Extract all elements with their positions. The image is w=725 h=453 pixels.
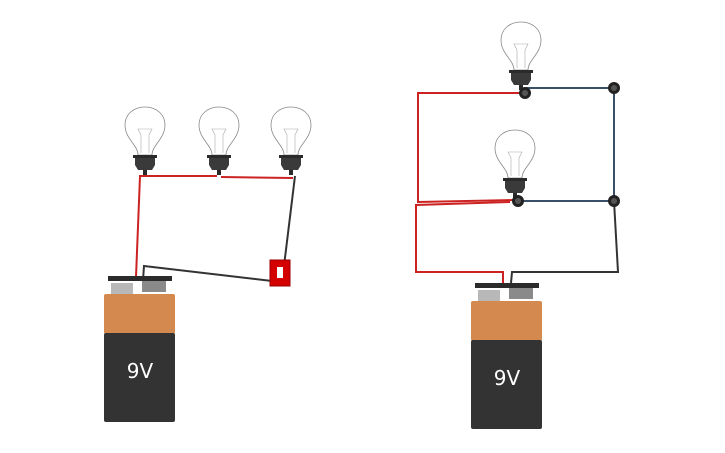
parallel-circuit: 9V xyxy=(415,21,620,429)
light-bulb[interactable] xyxy=(500,21,542,91)
wire-red xyxy=(220,176,294,179)
series-circuit: 9V xyxy=(104,106,312,422)
battery-label: 9V xyxy=(494,366,521,390)
junction-node xyxy=(608,82,620,94)
light-bulb[interactable] xyxy=(270,106,312,176)
wire-red xyxy=(417,92,522,204)
junction-node xyxy=(608,195,620,207)
wire-black xyxy=(283,175,296,267)
wire-red xyxy=(415,201,511,283)
wire-red xyxy=(135,175,217,278)
battery-label: 9V xyxy=(127,359,154,383)
wire-blue xyxy=(520,87,615,202)
light-bulb[interactable] xyxy=(494,129,536,199)
junction-node xyxy=(519,87,531,99)
light-bulb[interactable] xyxy=(124,106,166,176)
battery[interactable]: 9V xyxy=(104,276,175,422)
wire-black xyxy=(510,200,620,284)
switch[interactable] xyxy=(269,259,291,287)
light-bulb[interactable] xyxy=(198,106,240,176)
wire-black xyxy=(142,264,273,282)
battery[interactable]: 9V xyxy=(471,283,542,429)
junction-node xyxy=(512,195,524,207)
